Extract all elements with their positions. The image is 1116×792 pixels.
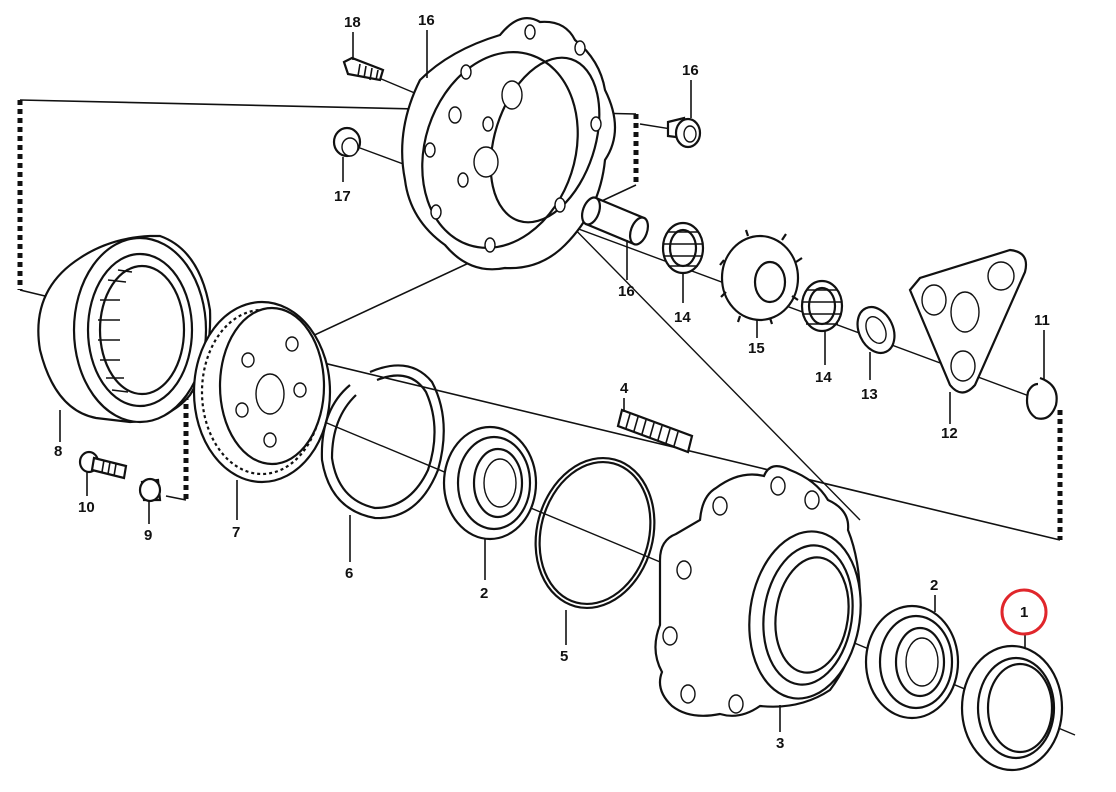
hub-housing-part-3 bbox=[654, 465, 862, 717]
callout-17: 17 bbox=[334, 188, 351, 205]
screw-part-18 bbox=[342, 56, 385, 82]
callout-2-left: 2 bbox=[480, 585, 488, 602]
callout-16-top: 16 bbox=[418, 12, 435, 29]
washer-part-13 bbox=[856, 305, 896, 355]
callout-labels: 18 16 16 17 16 14 15 14 13 12 11 8 10 9 … bbox=[54, 12, 1050, 752]
bolt-part-16 bbox=[666, 116, 702, 149]
callout-5: 5 bbox=[560, 648, 568, 665]
callout-6: 6 bbox=[345, 565, 353, 582]
callout-7: 7 bbox=[232, 524, 240, 541]
callout-1: 1 bbox=[1020, 604, 1028, 621]
shaft-part-16 bbox=[580, 196, 650, 246]
callout-15: 15 bbox=[748, 340, 765, 357]
gear-part-7 bbox=[192, 300, 332, 484]
callout-18: 18 bbox=[344, 14, 361, 31]
leader-lines bbox=[59, 30, 1045, 732]
callout-3: 3 bbox=[776, 735, 784, 752]
callout-2-right: 2 bbox=[930, 577, 938, 594]
plug-part-17 bbox=[332, 126, 362, 158]
callout-8: 8 bbox=[54, 443, 62, 460]
plate-part-12 bbox=[908, 248, 1028, 394]
callout-16-bolt: 16 bbox=[682, 62, 699, 79]
callout-11: 11 bbox=[1034, 312, 1050, 329]
callout-10: 10 bbox=[78, 499, 95, 516]
seal-part-1 bbox=[960, 644, 1064, 772]
callout-16-shaft: 16 bbox=[618, 283, 635, 300]
callout-9: 9 bbox=[144, 527, 152, 544]
planet-gear-part-14b bbox=[800, 279, 844, 333]
highlight-circle bbox=[1000, 588, 1048, 636]
callout-13: 13 bbox=[861, 386, 878, 403]
callout-4: 4 bbox=[620, 380, 629, 397]
bolt-part-10 bbox=[78, 450, 128, 480]
callout-14-right: 14 bbox=[815, 369, 832, 386]
ring-gear-part-8 bbox=[37, 234, 212, 424]
gear-part-15 bbox=[719, 229, 803, 325]
carrier-plate-part-16 bbox=[401, 17, 616, 271]
bearing-part-2a bbox=[442, 425, 538, 541]
callout-12: 12 bbox=[941, 425, 958, 442]
bearing-part-2b bbox=[864, 604, 960, 720]
retaining-ring-part-6 bbox=[320, 364, 445, 520]
callout-14-left: 14 bbox=[674, 309, 691, 326]
o-ring-part-5 bbox=[534, 456, 656, 610]
snap-ring-part-11 bbox=[1025, 376, 1058, 420]
planet-gear-part-14a bbox=[661, 221, 705, 275]
stud-part-4 bbox=[616, 408, 694, 454]
bolt-part-9 bbox=[138, 477, 162, 503]
